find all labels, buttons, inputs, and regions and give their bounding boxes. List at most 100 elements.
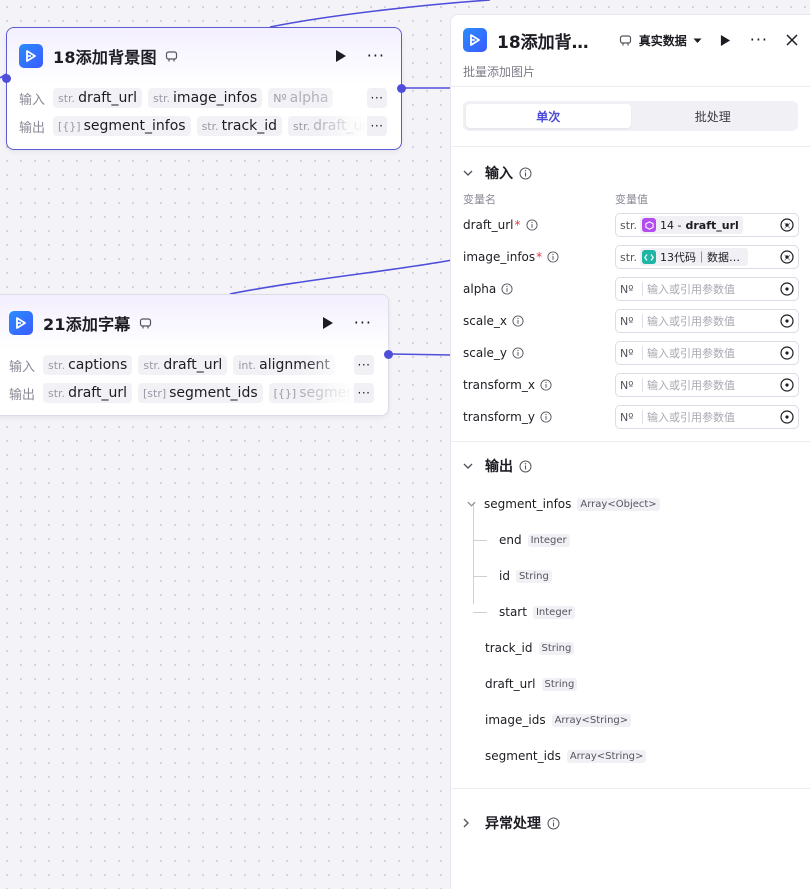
- node-21-output-row: 输出 str.draft_url [str]segment_ids [{}]se…: [0, 379, 388, 407]
- input-section-header[interactable]: 输入: [451, 161, 810, 185]
- output-segment-infos[interactable]: segment_infos Array<Object>: [451, 486, 810, 522]
- col-variable-name: 变量名: [463, 193, 496, 206]
- node-21-header[interactable]: 21添加字幕 ···: [0, 295, 388, 351]
- panel-description: 批量添加图片: [463, 65, 536, 79]
- run-node-21-button[interactable]: [320, 315, 336, 331]
- variable-picker-icon[interactable]: [780, 314, 794, 328]
- ref-chip-image-infos[interactable]: 13代码｜数据…: [640, 248, 748, 266]
- edge-into-21: [229, 259, 453, 295]
- plugin-play-icon: [463, 28, 487, 52]
- node-21-add-captions[interactable]: 21添加字幕 ··· 输入 str.captions str.draft_url…: [0, 294, 393, 416]
- run-node-18-button[interactable]: [333, 48, 349, 64]
- panel-more-button[interactable]: ···: [749, 30, 768, 49]
- node-21-outputs-more-button[interactable]: ···: [354, 383, 374, 403]
- param-row-alpha: alpha Nº 输入或引用参数值: [451, 273, 810, 305]
- node-18-add-background[interactable]: 18添加背景图 ··· 输入 str.draft_url str.image_i…: [2, 27, 406, 150]
- input-chip-image-infos: str.image_infos: [147, 88, 263, 108]
- node-18-title: 18添加背景图: [53, 48, 157, 67]
- output-draft-url: draft_url String: [451, 666, 810, 702]
- node-18-input-port[interactable]: [2, 74, 11, 83]
- draft-url-value-field[interactable]: str. 14 - draft_url ×: [615, 213, 799, 237]
- tab-single[interactable]: 单次: [466, 104, 631, 128]
- run-mode-tabs: 单次 批处理: [463, 101, 798, 131]
- node-21-output-port[interactable]: [384, 350, 393, 359]
- chevron-down-icon: [463, 170, 475, 176]
- batch-icon: [619, 33, 633, 47]
- node-18-inputs-more-button[interactable]: ···: [367, 88, 387, 108]
- output-child-id: id String: [451, 558, 810, 594]
- variable-picker-icon[interactable]: [780, 410, 794, 424]
- close-icon[interactable]: [784, 32, 800, 48]
- node-18-more-button[interactable]: ···: [366, 46, 385, 65]
- input-chip-draft-url: str.draft_url: [138, 355, 228, 375]
- output-chip-track-id: str.track_id: [196, 116, 283, 136]
- data-mode-label: 真实数据: [638, 33, 687, 48]
- chevron-down-icon: [467, 501, 476, 507]
- tab-batch[interactable]: 批处理: [694, 109, 731, 124]
- node-config-panel: 18添加背… 真实数据 ···: [450, 14, 810, 889]
- edge-21-out: [389, 353, 453, 356]
- info-icon: [525, 218, 539, 232]
- input-chip-draft-url: str.draft_url: [53, 88, 142, 108]
- input-label: 输入: [19, 92, 46, 108]
- code-icon: [642, 250, 656, 264]
- variable-picker-icon[interactable]: [780, 378, 794, 392]
- col-variable-value: 变量值: [615, 193, 648, 206]
- info-icon: [512, 346, 525, 360]
- batch-icon: [138, 316, 152, 330]
- input-label: 输入: [9, 359, 36, 375]
- node-18-outputs-more-button[interactable]: ···: [367, 116, 387, 136]
- chevron-right-icon: [463, 818, 475, 828]
- param-row-image-infos: image_infos* str. 13代码｜数据… ·×: [451, 241, 810, 273]
- node-21-inputs-more-button[interactable]: ···: [354, 355, 374, 375]
- param-row-scale-x: scale_x Nº 输入或引用参数值: [451, 305, 810, 337]
- output-image-ids: image_ids Array<String>: [451, 702, 810, 738]
- param-row-transform-y: transform_y Nº 输入或引用参数值: [451, 401, 810, 433]
- output-chip-segment-infos: [{}]segment_infos: [53, 116, 191, 136]
- transform-x-value-field[interactable]: Nº 输入或引用参数值: [615, 373, 799, 397]
- param-row-draft-url: draft_url* str. 14 - draft_url ×: [451, 209, 810, 241]
- node-21-more-button[interactable]: ···: [353, 313, 372, 332]
- panel-title[interactable]: 18添加背…: [497, 32, 589, 53]
- scale-y-value-field[interactable]: Nº 输入或引用参数值: [615, 341, 799, 365]
- transform-y-value-field[interactable]: Nº 输入或引用参数值: [615, 405, 799, 429]
- caret-down-icon: [693, 33, 702, 47]
- output-track-id: track_id String: [451, 630, 810, 666]
- cube-icon: [642, 218, 656, 232]
- error-section-header[interactable]: 异常处理: [451, 811, 810, 835]
- image-infos-value-field[interactable]: str. 13代码｜数据… ·×: [615, 245, 799, 269]
- output-chip-segment-ids: [str]segment_ids: [137, 383, 263, 403]
- variable-picker-icon[interactable]: [780, 250, 794, 264]
- chevron-down-icon: [463, 463, 475, 469]
- node-21-input-row: 输入 str.captions str.draft_url int.alignm…: [0, 351, 388, 379]
- ref-chip-draft-url[interactable]: 14 - draft_url: [640, 216, 743, 234]
- info-icon: [540, 410, 553, 424]
- node-18-header[interactable]: 18添加背景图 ···: [7, 28, 401, 84]
- output-child-start: start Integer: [451, 594, 810, 630]
- data-mode-select[interactable]: 真实数据: [619, 32, 702, 49]
- param-row-transform-x: transform_x Nº 输入或引用参数值: [451, 369, 810, 401]
- input-chip-captions: str.captions: [43, 355, 133, 375]
- error-section: 异常处理: [451, 789, 810, 835]
- input-section: 输入 变量名 变量值 draft_url* str. 14 - draft_ur…: [451, 147, 810, 433]
- plugin-play-icon: [19, 44, 43, 68]
- output-section-header[interactable]: 输出: [451, 454, 810, 478]
- scale-x-value-field[interactable]: Nº 输入或引用参数值: [615, 309, 799, 333]
- info-icon: [519, 460, 532, 473]
- node-21-title: 21添加字幕: [43, 315, 131, 334]
- variable-picker-icon[interactable]: [780, 282, 794, 296]
- node-18-output-port[interactable]: [397, 84, 406, 93]
- info-icon: [512, 314, 525, 328]
- output-chip-draft-url: str.draft_url: [43, 383, 132, 403]
- info-icon: [501, 282, 514, 296]
- variable-picker-icon[interactable]: [780, 346, 794, 360]
- variable-picker-icon[interactable]: [780, 218, 794, 232]
- panel-header: 18添加背… 真实数据 ···: [451, 15, 810, 87]
- run-node-button[interactable]: [718, 32, 734, 48]
- alpha-value-field[interactable]: Nº 输入或引用参数值: [615, 277, 799, 301]
- param-column-headers: 变量名 变量值: [451, 191, 810, 209]
- output-segment-ids: segment_ids Array<String>: [451, 738, 810, 774]
- info-icon: [540, 378, 553, 392]
